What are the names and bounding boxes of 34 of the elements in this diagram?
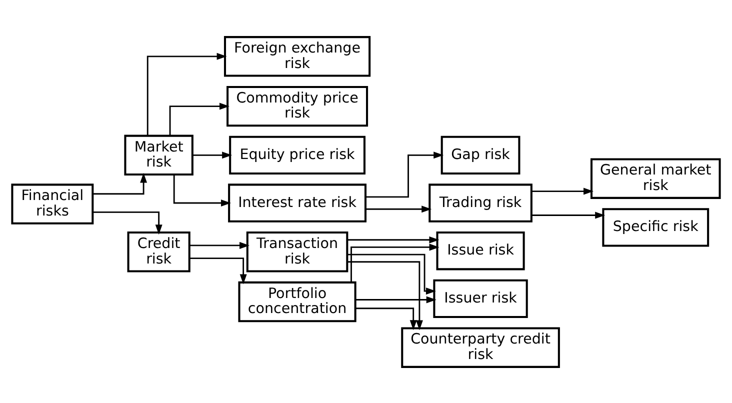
arrow xyxy=(366,205,432,212)
node-box: Foreign exchange risk xyxy=(224,36,371,76)
node-box: Gap risk xyxy=(440,135,520,174)
node-box: Interest rate risk xyxy=(228,183,366,222)
node-box: Market risk xyxy=(124,134,194,176)
node-box: Transaction risk xyxy=(246,231,348,272)
arrow xyxy=(350,243,440,282)
arrow xyxy=(192,151,232,158)
arrow xyxy=(356,307,417,330)
node-box: Specific risk xyxy=(602,208,710,246)
node-box: Counterparty credit risk xyxy=(401,326,560,368)
node-box: Financial risks xyxy=(11,183,94,224)
arrow xyxy=(347,260,423,330)
arrow xyxy=(190,257,247,284)
arrow xyxy=(190,241,250,248)
node-box: General market risk xyxy=(590,158,721,198)
arrow xyxy=(173,174,231,206)
node-box: Commodity price risk xyxy=(226,85,368,126)
arrow xyxy=(92,210,162,234)
arrow xyxy=(169,102,230,136)
arrow xyxy=(347,253,436,294)
arrow xyxy=(356,296,436,303)
node-box: Credit risk xyxy=(127,231,190,272)
node-box: Issuer risk xyxy=(433,278,528,318)
arrow xyxy=(366,151,444,198)
arrow xyxy=(92,172,148,194)
arrow xyxy=(532,187,594,194)
arrow xyxy=(347,236,440,243)
node-box: Issue risk xyxy=(436,231,525,270)
node-box: Portfolio concentration xyxy=(238,280,356,322)
arrow xyxy=(532,211,606,218)
arrow xyxy=(146,52,227,136)
node-box: Trading risk xyxy=(428,183,532,222)
node-box: Equity price risk xyxy=(229,135,366,174)
